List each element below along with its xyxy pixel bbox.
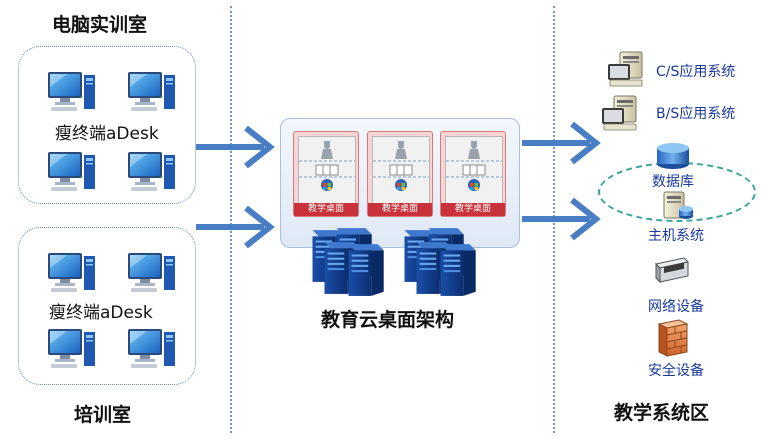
thin-client-pc-icon bbox=[127, 250, 177, 294]
network-device-icon bbox=[654, 257, 690, 284]
bottom-lab-box: 瘦终端aDesk bbox=[18, 227, 196, 385]
thin-client-pc-icon bbox=[47, 326, 97, 370]
vm-screen bbox=[445, 136, 503, 206]
server-rack-icon bbox=[434, 240, 476, 298]
top-lab-title: 电脑实训室 bbox=[52, 14, 148, 36]
server-workstation-icon bbox=[606, 50, 654, 90]
arrow-right-icon bbox=[522, 121, 601, 165]
vm-card-label: 教学桌面 bbox=[294, 203, 358, 216]
thin-client-pc-icon bbox=[127, 149, 177, 193]
thin-client-pc-icon bbox=[127, 69, 177, 113]
server-rack-icon bbox=[342, 240, 384, 298]
system-label: C/S应用系统 bbox=[656, 64, 736, 80]
vm-screen bbox=[372, 136, 430, 206]
thin-client-pc-icon bbox=[127, 326, 177, 370]
system-label: 网络设备 bbox=[648, 299, 704, 315]
virtual-desktop-card: 教学桌面 bbox=[440, 131, 506, 217]
arrow-right-icon bbox=[522, 197, 601, 241]
center-title: 教育云桌面架构 bbox=[321, 309, 455, 331]
desktop-stack-icon bbox=[373, 141, 429, 191]
arrow-right-icon bbox=[196, 125, 275, 169]
right-title: 教学系统区 bbox=[614, 402, 710, 424]
bottom-lab-title: 培训室 bbox=[74, 404, 132, 426]
firewall-icon bbox=[657, 319, 689, 357]
server-workstation-icon bbox=[600, 94, 648, 134]
divider-left bbox=[230, 6, 232, 433]
system-label: 主机系统 bbox=[648, 228, 704, 244]
top-lab-box: 瘦终端aDesk bbox=[18, 46, 196, 204]
thin-client-pc-icon bbox=[47, 250, 97, 294]
thin-client-pc-icon bbox=[47, 69, 97, 113]
top-lab-terminal-label: 瘦终端aDesk bbox=[55, 124, 159, 144]
desktop-stack-icon bbox=[299, 141, 355, 191]
virtual-desktop-card: 教学桌面 bbox=[367, 131, 433, 217]
vm-screen bbox=[298, 136, 356, 206]
thin-client-pc-icon bbox=[47, 149, 97, 193]
desktop-stack-icon bbox=[446, 141, 502, 191]
vm-card-label: 教学桌面 bbox=[368, 203, 432, 216]
vm-card-label: 教学桌面 bbox=[441, 203, 505, 216]
database-icon bbox=[657, 143, 689, 169]
system-label: B/S应用系统 bbox=[656, 106, 736, 122]
system-label: 数据库 bbox=[652, 174, 694, 190]
virtual-desktop-card: 教学桌面 bbox=[293, 131, 359, 217]
host-server-icon bbox=[663, 191, 693, 219]
system-label: 安全设备 bbox=[648, 363, 704, 379]
bottom-lab-terminal-label: 瘦终端aDesk bbox=[49, 303, 153, 323]
arrow-right-icon bbox=[196, 205, 275, 249]
